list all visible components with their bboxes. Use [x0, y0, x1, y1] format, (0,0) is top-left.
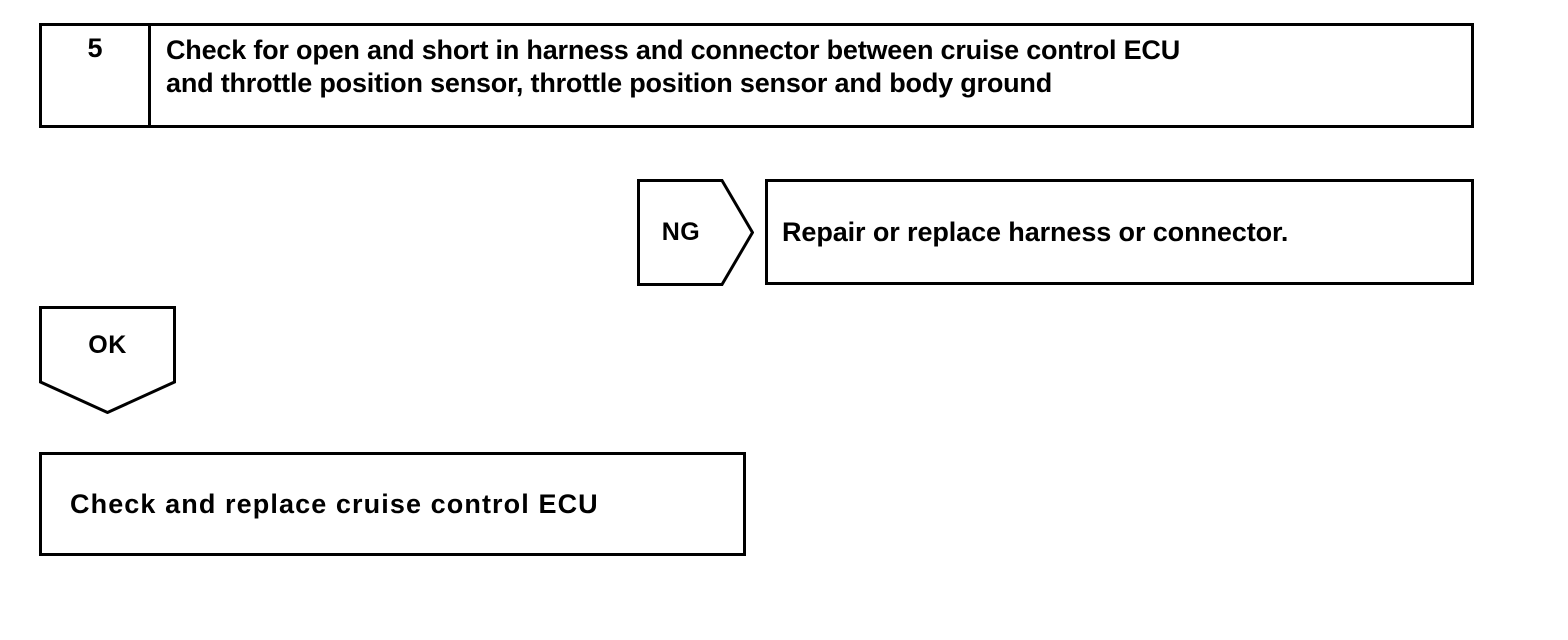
ng-result-text: Repair or replace harness or connector. — [782, 216, 1289, 247]
ng-branch-arrow-icon: NG — [637, 179, 754, 286]
step-number-cell: 5 — [42, 26, 151, 125]
ng-label: NG — [661, 218, 701, 246]
ok-branch-arrow-icon: OK — [39, 306, 176, 414]
ok-result-text: Check and replace cruise control ECU — [70, 488, 599, 519]
ok-label: OK — [88, 330, 127, 359]
step-number: 5 — [87, 33, 103, 63]
step-instruction-cell: Check for open and short in harness and … — [154, 26, 1471, 125]
step-instruction-text: Check for open and short in harness and … — [166, 35, 1180, 98]
ok-result-box: Check and replace cruise control ECU — [39, 452, 746, 556]
step-box: 5 Check for open and short in harness an… — [39, 23, 1474, 128]
ng-result-box: Repair or replace harness or connector. — [765, 179, 1474, 285]
